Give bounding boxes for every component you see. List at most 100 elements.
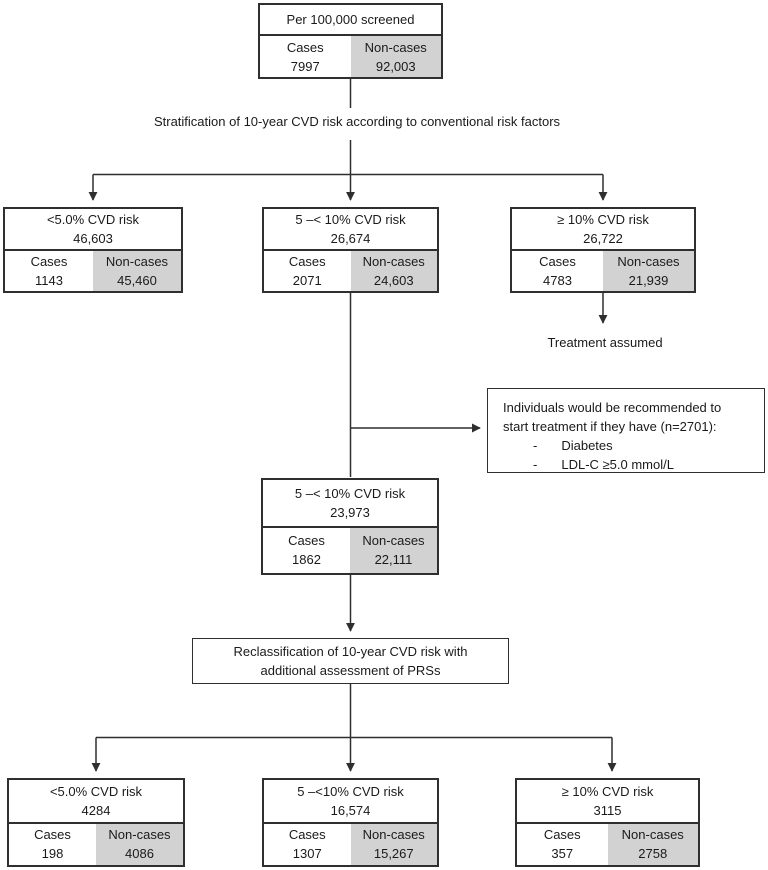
risk-box-title: ≥ 10% CVD risk 3115	[517, 780, 698, 824]
cases-value: 4783	[543, 273, 572, 288]
noncases-label: Non-cases	[362, 533, 425, 549]
noncases-value: 4086	[125, 846, 154, 862]
cases-value: 1307	[292, 846, 322, 862]
risk-box-title: <5.0% CVD risk 46,603	[5, 209, 181, 251]
bottom-branch-lines	[91, 684, 617, 772]
noncases-value: 24,603	[373, 273, 414, 288]
risk-label: 5 –< 10% CVD risk	[294, 485, 406, 501]
cases-value: 1143	[35, 273, 63, 288]
cases-cell: Cases 357	[517, 824, 608, 866]
noncases-cell: Non-cases 24,603	[350, 251, 437, 291]
recommendation-item: - LDL-C ≥5.0 mmol/L	[503, 455, 754, 474]
screened-box-title: Per 100,000 screened	[260, 5, 441, 37]
risk-total: 3115	[593, 802, 622, 818]
cases-cell: Cases 2071	[264, 251, 351, 291]
risk-box-title: 5 –< 10% CVD risk 23,973	[263, 480, 437, 528]
noncases-label: Non-cases	[362, 254, 425, 269]
cases-label: Cases	[543, 827, 581, 843]
noncases-value: 92,003	[375, 58, 416, 74]
cases-value: 2071	[292, 273, 322, 288]
risk-box-mid-row1: 5 –< 10% CVD risk 26,674 Cases 2071 Non-…	[262, 207, 439, 293]
cases-label: Cases	[539, 254, 576, 269]
noncases-label: Non-cases	[105, 254, 169, 269]
risk-split: Cases 4783 Non-cases 21,939	[512, 251, 694, 291]
risk-split: Cases 1307 Non-cases 15,267	[264, 823, 437, 866]
cases-value: 1862	[292, 552, 321, 568]
recommendation-item-text: Diabetes	[561, 438, 613, 453]
risk-split: Cases 1862 Non-cases 22,111	[263, 527, 437, 574]
cases-value: 198	[41, 846, 64, 862]
cases-value: 357	[551, 846, 574, 862]
cases-label: Cases	[288, 533, 325, 549]
noncases-value: 2758	[638, 846, 668, 862]
screened-title-text: Per 100,000 screened	[286, 12, 415, 28]
noncases-value: 22,111	[374, 552, 413, 568]
recommendation-item: - Diabetes	[503, 436, 754, 455]
screened-split: Cases 7997 Non-cases 92,003	[260, 36, 441, 77]
recommendation-line1: Individuals would be recommended to	[503, 400, 722, 415]
noncases-value: 45,460	[117, 273, 157, 288]
noncases-label: Non-cases	[108, 827, 171, 843]
top-branch-lines	[88, 79, 608, 201]
risk-total: 26,722	[583, 231, 623, 246]
reclassification-line1: Reclassification of 10-year CVD risk wit…	[233, 644, 468, 659]
screened-cases-cell: Cases 7997	[260, 36, 351, 77]
risk-box-title: <5.0% CVD risk 4284	[9, 780, 183, 824]
middle-column-lines	[346, 293, 481, 632]
risk-split: Cases 198 Non-cases 4086	[9, 823, 183, 866]
noncases-label: Non-cases	[364, 39, 427, 55]
noncases-cell: Non-cases 21,939	[603, 251, 694, 291]
cases-value: 7997	[290, 58, 320, 74]
risk-total: 46,603	[73, 231, 113, 246]
reclassification-line2: additional assessment of PRSs	[260, 663, 441, 678]
risk-total: 23,973	[330, 504, 370, 520]
risk-box-high-row1: ≥ 10% CVD risk 26,722 Cases 4783 Non-cas…	[510, 207, 696, 293]
noncases-value: 15,267	[373, 846, 414, 862]
cases-cell: Cases 198	[9, 824, 96, 866]
stratification-label: Stratification of 10-year CVD risk accor…	[153, 114, 561, 129]
cases-label: Cases	[288, 827, 326, 843]
noncases-label: Non-cases	[621, 827, 684, 843]
cases-cell: Cases 1143	[5, 251, 93, 291]
recommendation-item-text: LDL-C ≥5.0 mmol/L	[561, 457, 674, 472]
noncases-label: Non-cases	[362, 827, 425, 843]
reclassification-box: Reclassification of 10-year CVD risk wit…	[192, 638, 509, 684]
noncases-cell: Non-cases 22,111	[350, 527, 437, 573]
noncases-cell: Non-cases 4086	[96, 823, 183, 865]
risk-box-title: ≥ 10% CVD risk 26,722	[512, 209, 694, 251]
risk-box-high-row2: ≥ 10% CVD risk 3115 Cases 357 Non-cases …	[515, 778, 700, 867]
risk-total: 4284	[81, 802, 111, 818]
risk-label: <5.0% CVD risk	[46, 212, 140, 227]
cases-label: Cases	[34, 827, 71, 843]
cases-cell: Cases 1862	[263, 528, 350, 574]
risk-label: 5 –< 10% CVD risk	[295, 212, 406, 227]
noncases-cell: Non-cases 45,460	[93, 251, 181, 291]
risk-box-mid-row2: 5 –<10% CVD risk 16,574 Cases 1307 Non-c…	[262, 778, 439, 867]
risk-box-low-row1: <5.0% CVD risk 46,603 Cases 1143 Non-cas…	[3, 207, 183, 293]
screened-noncases-cell: Non-cases 92,003	[350, 36, 441, 77]
risk-box-title: 5 –< 10% CVD risk 26,674	[264, 209, 437, 251]
risk-total: 16,574	[330, 802, 371, 818]
treatment-assumed-label: Treatment assumed	[547, 335, 663, 350]
risk-split: Cases 357 Non-cases 2758	[517, 823, 698, 866]
noncases-cell: Non-cases 15,267	[350, 823, 437, 865]
noncases-value: 21,939	[628, 273, 669, 288]
screened-box: Per 100,000 screened Cases 7997 Non-case…	[258, 3, 443, 79]
bullet-dash: -	[533, 438, 538, 453]
risk-split: Cases 2071 Non-cases 24,603	[264, 251, 437, 291]
risk-total: 26,674	[330, 231, 371, 246]
risk-label: ≥ 10% CVD risk	[561, 783, 654, 799]
risk-box-title: 5 –<10% CVD risk 16,574	[264, 780, 437, 824]
noncases-cell: Non-cases 2758	[607, 823, 698, 865]
cases-cell: Cases 4783	[512, 251, 603, 291]
risk-label: 5 –<10% CVD risk	[297, 783, 404, 799]
risk-label: ≥ 10% CVD risk	[557, 212, 649, 227]
risk-label: <5.0% CVD risk	[49, 783, 143, 799]
noncases-label: Non-cases	[617, 254, 680, 269]
risk-split: Cases 1143 Non-cases 45,460	[5, 251, 181, 291]
risk-box-mid-filtered: 5 –< 10% CVD risk 23,973 Cases 1862 Non-…	[261, 478, 439, 575]
cases-cell: Cases 1307	[264, 824, 351, 866]
cases-label: Cases	[286, 39, 324, 55]
recommendation-box: Individuals would be recommended to star…	[487, 388, 765, 473]
